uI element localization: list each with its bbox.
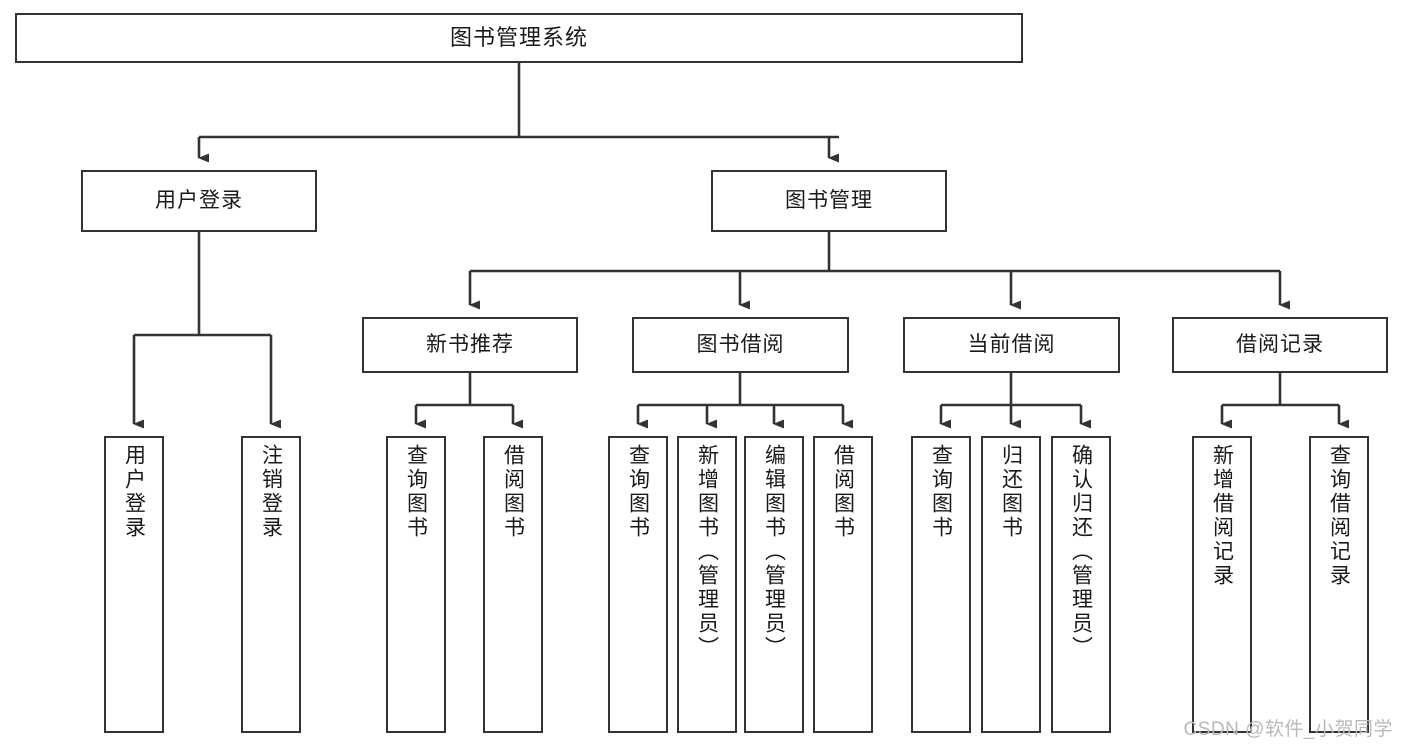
node-label: 图书借阅 (696, 332, 785, 356)
node-label: 用户登录 (122, 444, 146, 540)
node-current-borrow[interactable]: 当前借阅 (903, 317, 1120, 373)
node-new-book-recommend[interactable]: 新书推荐 (362, 317, 578, 373)
node-label: 查询图书 (626, 444, 650, 540)
node-label: 新增借阅记录 (1210, 444, 1234, 588)
node-label: 查询图书 (404, 444, 428, 540)
leaf-recommend-query-book[interactable]: 查询图书 (386, 436, 446, 733)
node-label: 编辑图书（管理员） (762, 444, 786, 660)
leaf-borrow-edit-book-admin[interactable]: 编辑图书（管理员） (744, 436, 804, 733)
node-book-borrow[interactable]: 图书借阅 (632, 317, 849, 373)
leaf-recommend-borrow-book[interactable]: 借阅图书 (483, 436, 543, 733)
node-label: 图书管理 (785, 188, 873, 212)
leaf-user-login-logout[interactable]: 注销登录 (241, 436, 301, 733)
leaf-current-return-book[interactable]: 归还图书 (981, 436, 1041, 733)
leaf-current-query-book[interactable]: 查询图书 (911, 436, 971, 733)
leaf-borrow-add-book-admin[interactable]: 新增图书（管理员） (677, 436, 737, 733)
node-borrow-record[interactable]: 借阅记录 (1172, 317, 1388, 373)
node-label: 借阅图书 (831, 444, 855, 540)
leaf-user-login-login[interactable]: 用户登录 (104, 436, 164, 733)
node-label: 借阅图书 (501, 444, 525, 540)
node-label: 注销登录 (259, 444, 283, 540)
node-label: 新书推荐 (426, 332, 514, 356)
node-book-management[interactable]: 图书管理 (711, 170, 947, 232)
leaf-record-add-borrow-record[interactable]: 新增借阅记录 (1192, 436, 1252, 733)
node-user-login[interactable]: 用户登录 (81, 170, 317, 232)
node-label: 查询图书 (929, 444, 953, 540)
node-label: 新增图书（管理员） (695, 444, 719, 660)
node-label: 归还图书 (999, 444, 1023, 540)
node-label: 当前借阅 (967, 332, 1056, 356)
leaf-record-query-borrow-record[interactable]: 查询借阅记录 (1309, 436, 1369, 733)
leaf-borrow-query-book[interactable]: 查询图书 (608, 436, 668, 733)
node-label: 借阅记录 (1236, 332, 1324, 356)
watermark-text: CSDN @软件_小贺同学 (1183, 719, 1393, 740)
node-label: 查询借阅记录 (1327, 444, 1351, 588)
node-label: 用户登录 (155, 188, 243, 212)
leaf-current-confirm-return-admin[interactable]: 确认归还（管理员） (1051, 436, 1111, 733)
node-label: 图书管理系统 (449, 25, 588, 51)
leaf-borrow-borrow-book[interactable]: 借阅图书 (813, 436, 873, 733)
node-root-book-management-system[interactable]: 图书管理系统 (15, 13, 1023, 63)
node-label: 确认归还（管理员） (1069, 444, 1093, 660)
